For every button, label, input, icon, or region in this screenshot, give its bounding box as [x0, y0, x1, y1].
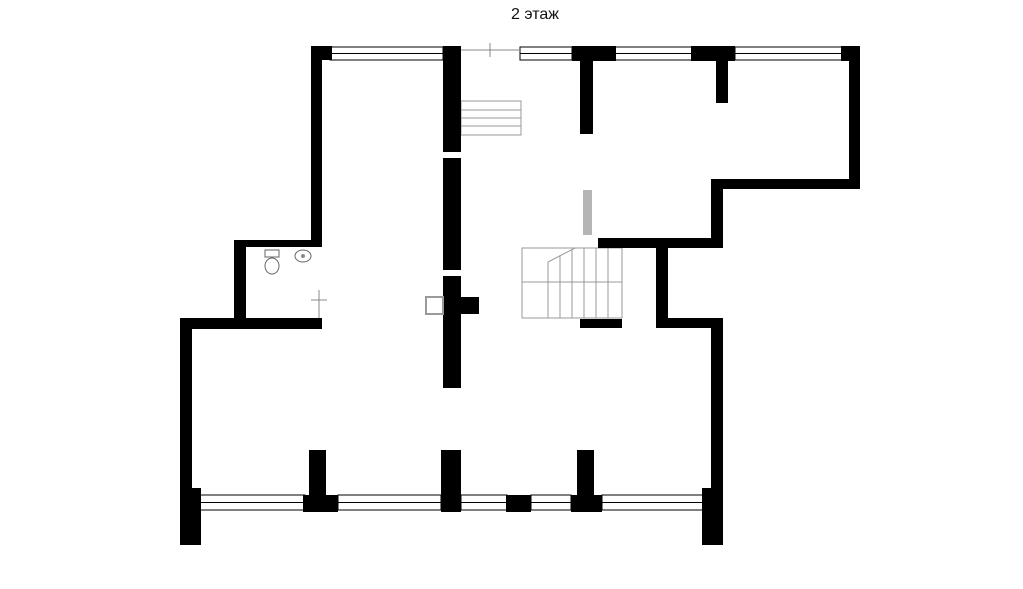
- sink-icon: [294, 249, 312, 263]
- walls: [180, 46, 860, 545]
- toilet-icon: [264, 249, 280, 275]
- window-bottom-4: [530, 494, 572, 511]
- window-bottom-2: [337, 494, 442, 511]
- window-top-left: [329, 46, 444, 61]
- window-bottom-5: [601, 494, 704, 511]
- door-top: [460, 43, 520, 57]
- window-top-right-a: [614, 46, 693, 61]
- window-top-center: [519, 46, 573, 61]
- staircase: [521, 247, 623, 319]
- window-bottom-3: [460, 494, 508, 511]
- window-top-right-b: [734, 46, 843, 61]
- window-bottom-1: [199, 494, 306, 511]
- floor-title: 2 этаж: [511, 6, 559, 23]
- stair-opening: [460, 100, 522, 136]
- partition-accents: [311, 190, 592, 318]
